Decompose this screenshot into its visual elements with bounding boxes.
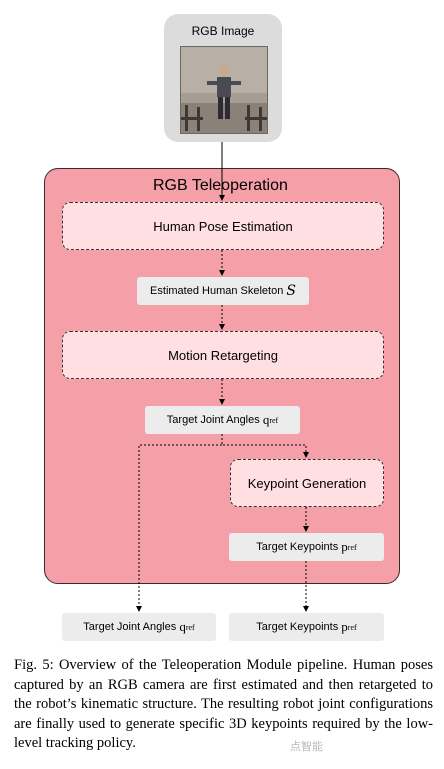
- person-photo-illustration: [181, 47, 267, 133]
- output-joint-angles-subscript: ref: [185, 622, 195, 632]
- figure-caption: Fig. 5: Overview of the Teleoperation Mo…: [14, 657, 433, 751]
- keypoints-symbol: p: [341, 539, 348, 554]
- target-keypoints-label: Target Keypoints: [256, 541, 339, 553]
- joint-angles-symbol: q: [262, 412, 270, 427]
- skeleton-symbol: S: [286, 283, 296, 299]
- target-joint-angles-label: Target Joint Angles: [166, 414, 260, 426]
- joint-angles-subscript: ref: [269, 415, 279, 425]
- motion-retargeting-node: Motion Retargeting: [62, 331, 384, 379]
- rgb-image-label: RGB Image: [191, 24, 255, 38]
- arrow-joints-to-output: [136, 444, 222, 612]
- output-keypoints-subscript: ref: [347, 622, 357, 632]
- output-joint-angles-symbol: q: [179, 619, 186, 634]
- keypoint-generation-node: Keypoint Generation: [230, 459, 384, 507]
- rgb-image-node: RGB Image: [164, 14, 282, 142]
- output-joint-angles-label: Target Joint Angles: [83, 621, 177, 633]
- human-pose-estimation-label: Human Pose Estimation: [153, 218, 293, 234]
- human-pose-estimation-node: Human Pose Estimation: [62, 202, 384, 250]
- keypoint-generation-label: Keypoint Generation: [247, 475, 367, 491]
- watermark-text: 点智能: [290, 741, 323, 753]
- motion-retargeting-label: Motion Retargeting: [168, 347, 278, 363]
- arrow-joints-branch: [221, 434, 309, 458]
- output-keypoints-symbol: p: [341, 619, 348, 634]
- estimated-skeleton-label: Estimated Human Skeleton: [150, 285, 284, 297]
- keypoints-subscript: ref: [347, 542, 357, 552]
- module-title: RGB Teleoperation: [153, 177, 288, 194]
- rgb-photo: [180, 46, 268, 134]
- output-keypoints-label: Target Keypoints: [256, 621, 339, 633]
- estimated-skeleton-node: Estimated Human Skeleton S: [137, 277, 309, 305]
